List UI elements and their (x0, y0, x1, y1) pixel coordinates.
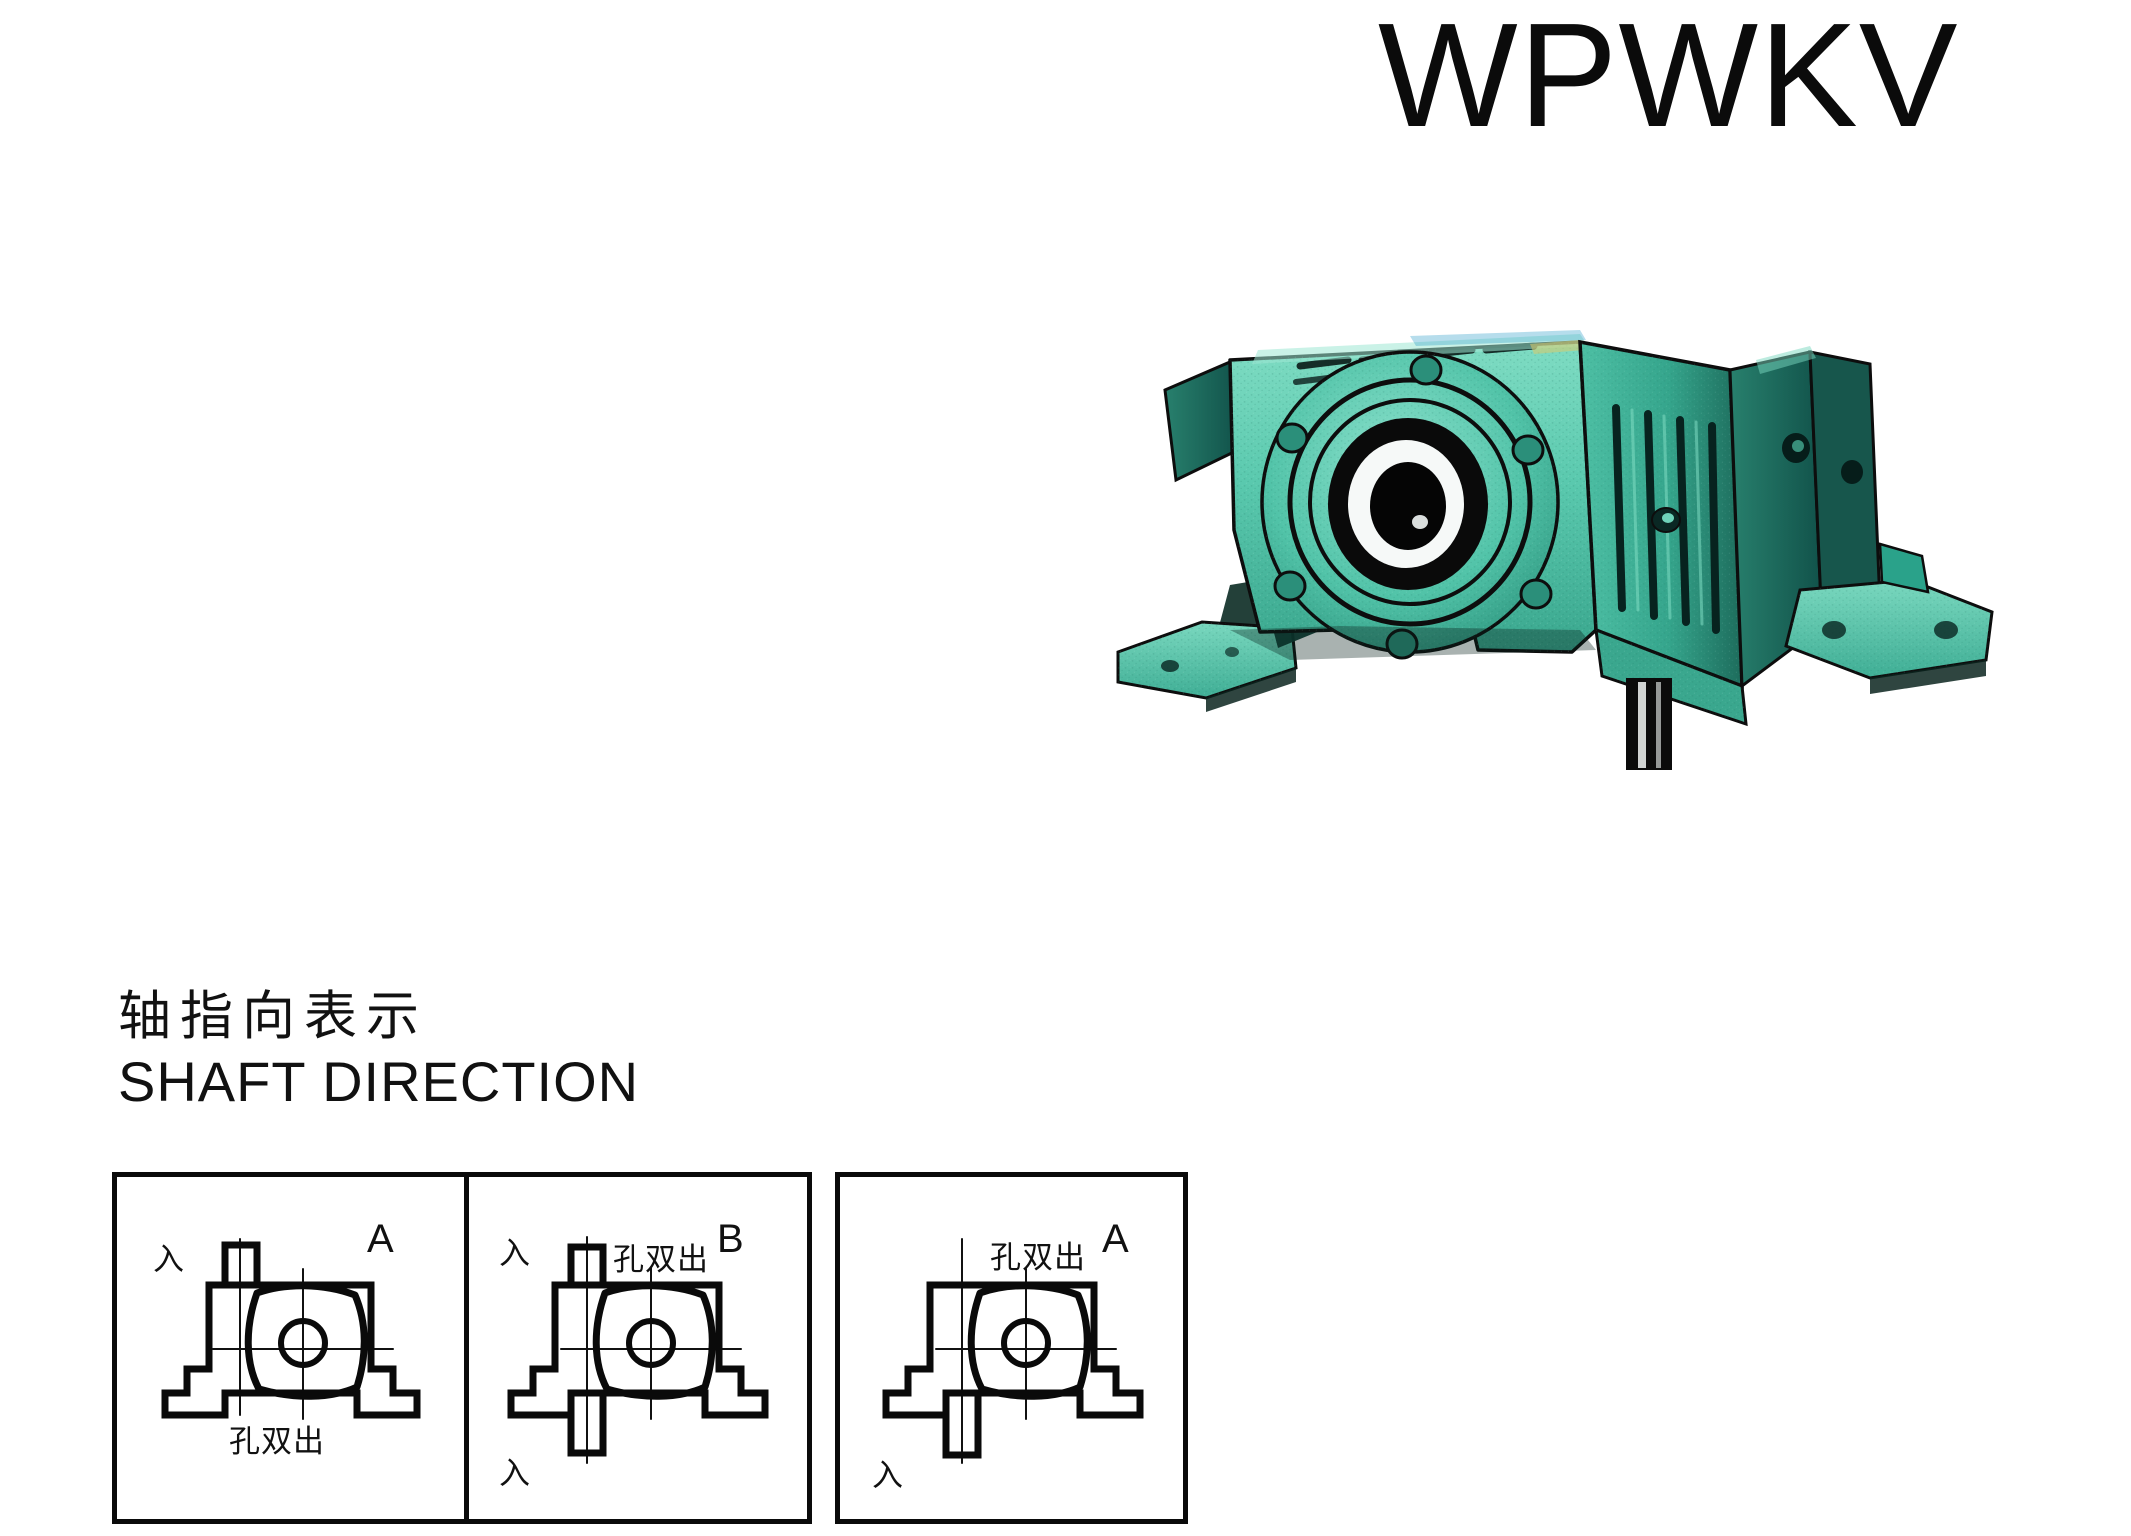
diagram-pair-ab: A 入 孔双出 B 入 (112, 1172, 812, 1524)
shaft-direction-heading-en: SHAFT DIRECTION (118, 1050, 640, 1114)
diagram-letter: B (717, 1217, 744, 1261)
photo-fin-body (1578, 339, 1744, 689)
product-photo (1110, 330, 2040, 770)
shaft-direction-heading: 轴指向表示 SHAFT DIRECTION (118, 988, 1018, 1114)
shaft-direction-heading-cn: 轴指向表示 (118, 986, 428, 1047)
page-title: WPWKV (1378, 0, 1959, 158)
diagram-output-label: 孔双出 (990, 1240, 1086, 1276)
diagram-input-label-top: 入 (499, 1236, 531, 1272)
diagram-letter: A (367, 1217, 394, 1261)
photo-output-shaft (1594, 627, 1748, 770)
diagram-input-label-bottom: 入 (499, 1456, 531, 1492)
diagram-cell-a1: A 入 孔双出 (117, 1177, 464, 1519)
diagram-cell-b: B 入 孔双出 入 (469, 1177, 816, 1519)
photo-left-foot (1116, 580, 1298, 712)
diagram-cell-a2: A 孔双出 入 (835, 1172, 1188, 1524)
diagram-output-label: 孔双出 (613, 1242, 709, 1278)
diagram-input-label: 入 (872, 1458, 904, 1494)
photo-right-foot (1784, 542, 1994, 694)
photo-output-flange (1260, 350, 1560, 660)
diagram-input-label: 入 (153, 1242, 185, 1278)
diagram-pair-divider (464, 1177, 469, 1519)
diagram-output-label: 孔双出 (229, 1424, 325, 1460)
diagram-letter: A (1102, 1217, 1129, 1261)
